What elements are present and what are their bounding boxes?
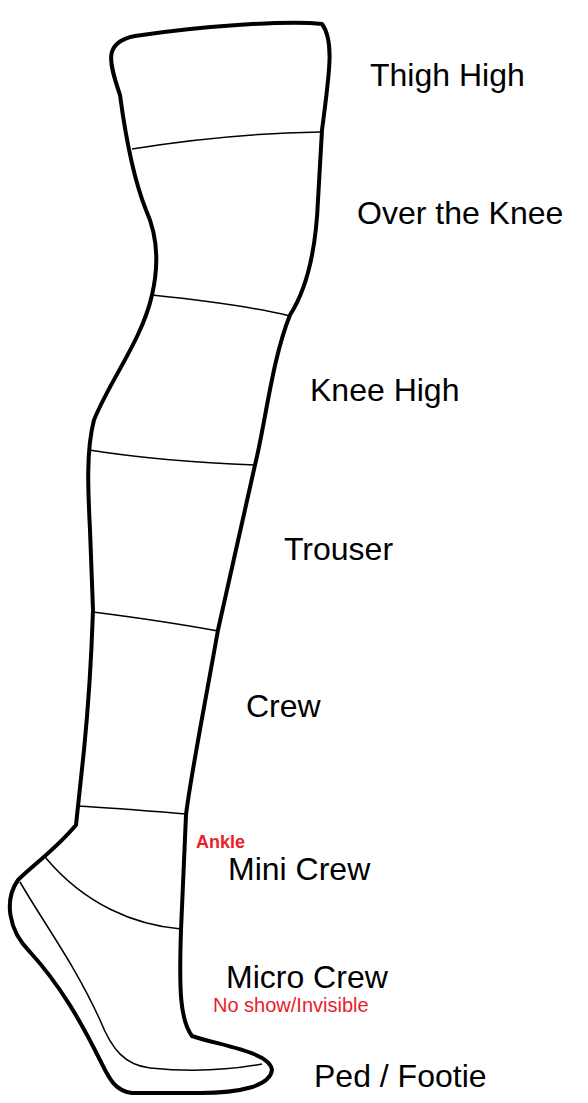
- band-label: Over the Knee: [357, 196, 563, 231]
- band-label: Ped / Footie: [314, 1059, 487, 1094]
- band-label: Micro Crew: [226, 960, 388, 995]
- band-label: Thigh High: [370, 58, 525, 93]
- alt-band-label: Ankle: [196, 833, 245, 853]
- band-label: Crew: [246, 689, 321, 724]
- band-label: Mini Crew: [228, 852, 370, 887]
- band-label: Trouser: [284, 532, 393, 567]
- band-label: Knee High: [310, 373, 459, 408]
- band-line: [93, 612, 218, 631]
- leg-outline: [10, 23, 330, 1093]
- alt-band-label: No show/Invisible: [213, 994, 369, 1016]
- band-line: [45, 857, 181, 929]
- band-line: [152, 295, 290, 316]
- band-line: [132, 132, 320, 149]
- band-line: [89, 450, 255, 465]
- sole-line: [20, 882, 262, 1070]
- band-line: [77, 806, 186, 814]
